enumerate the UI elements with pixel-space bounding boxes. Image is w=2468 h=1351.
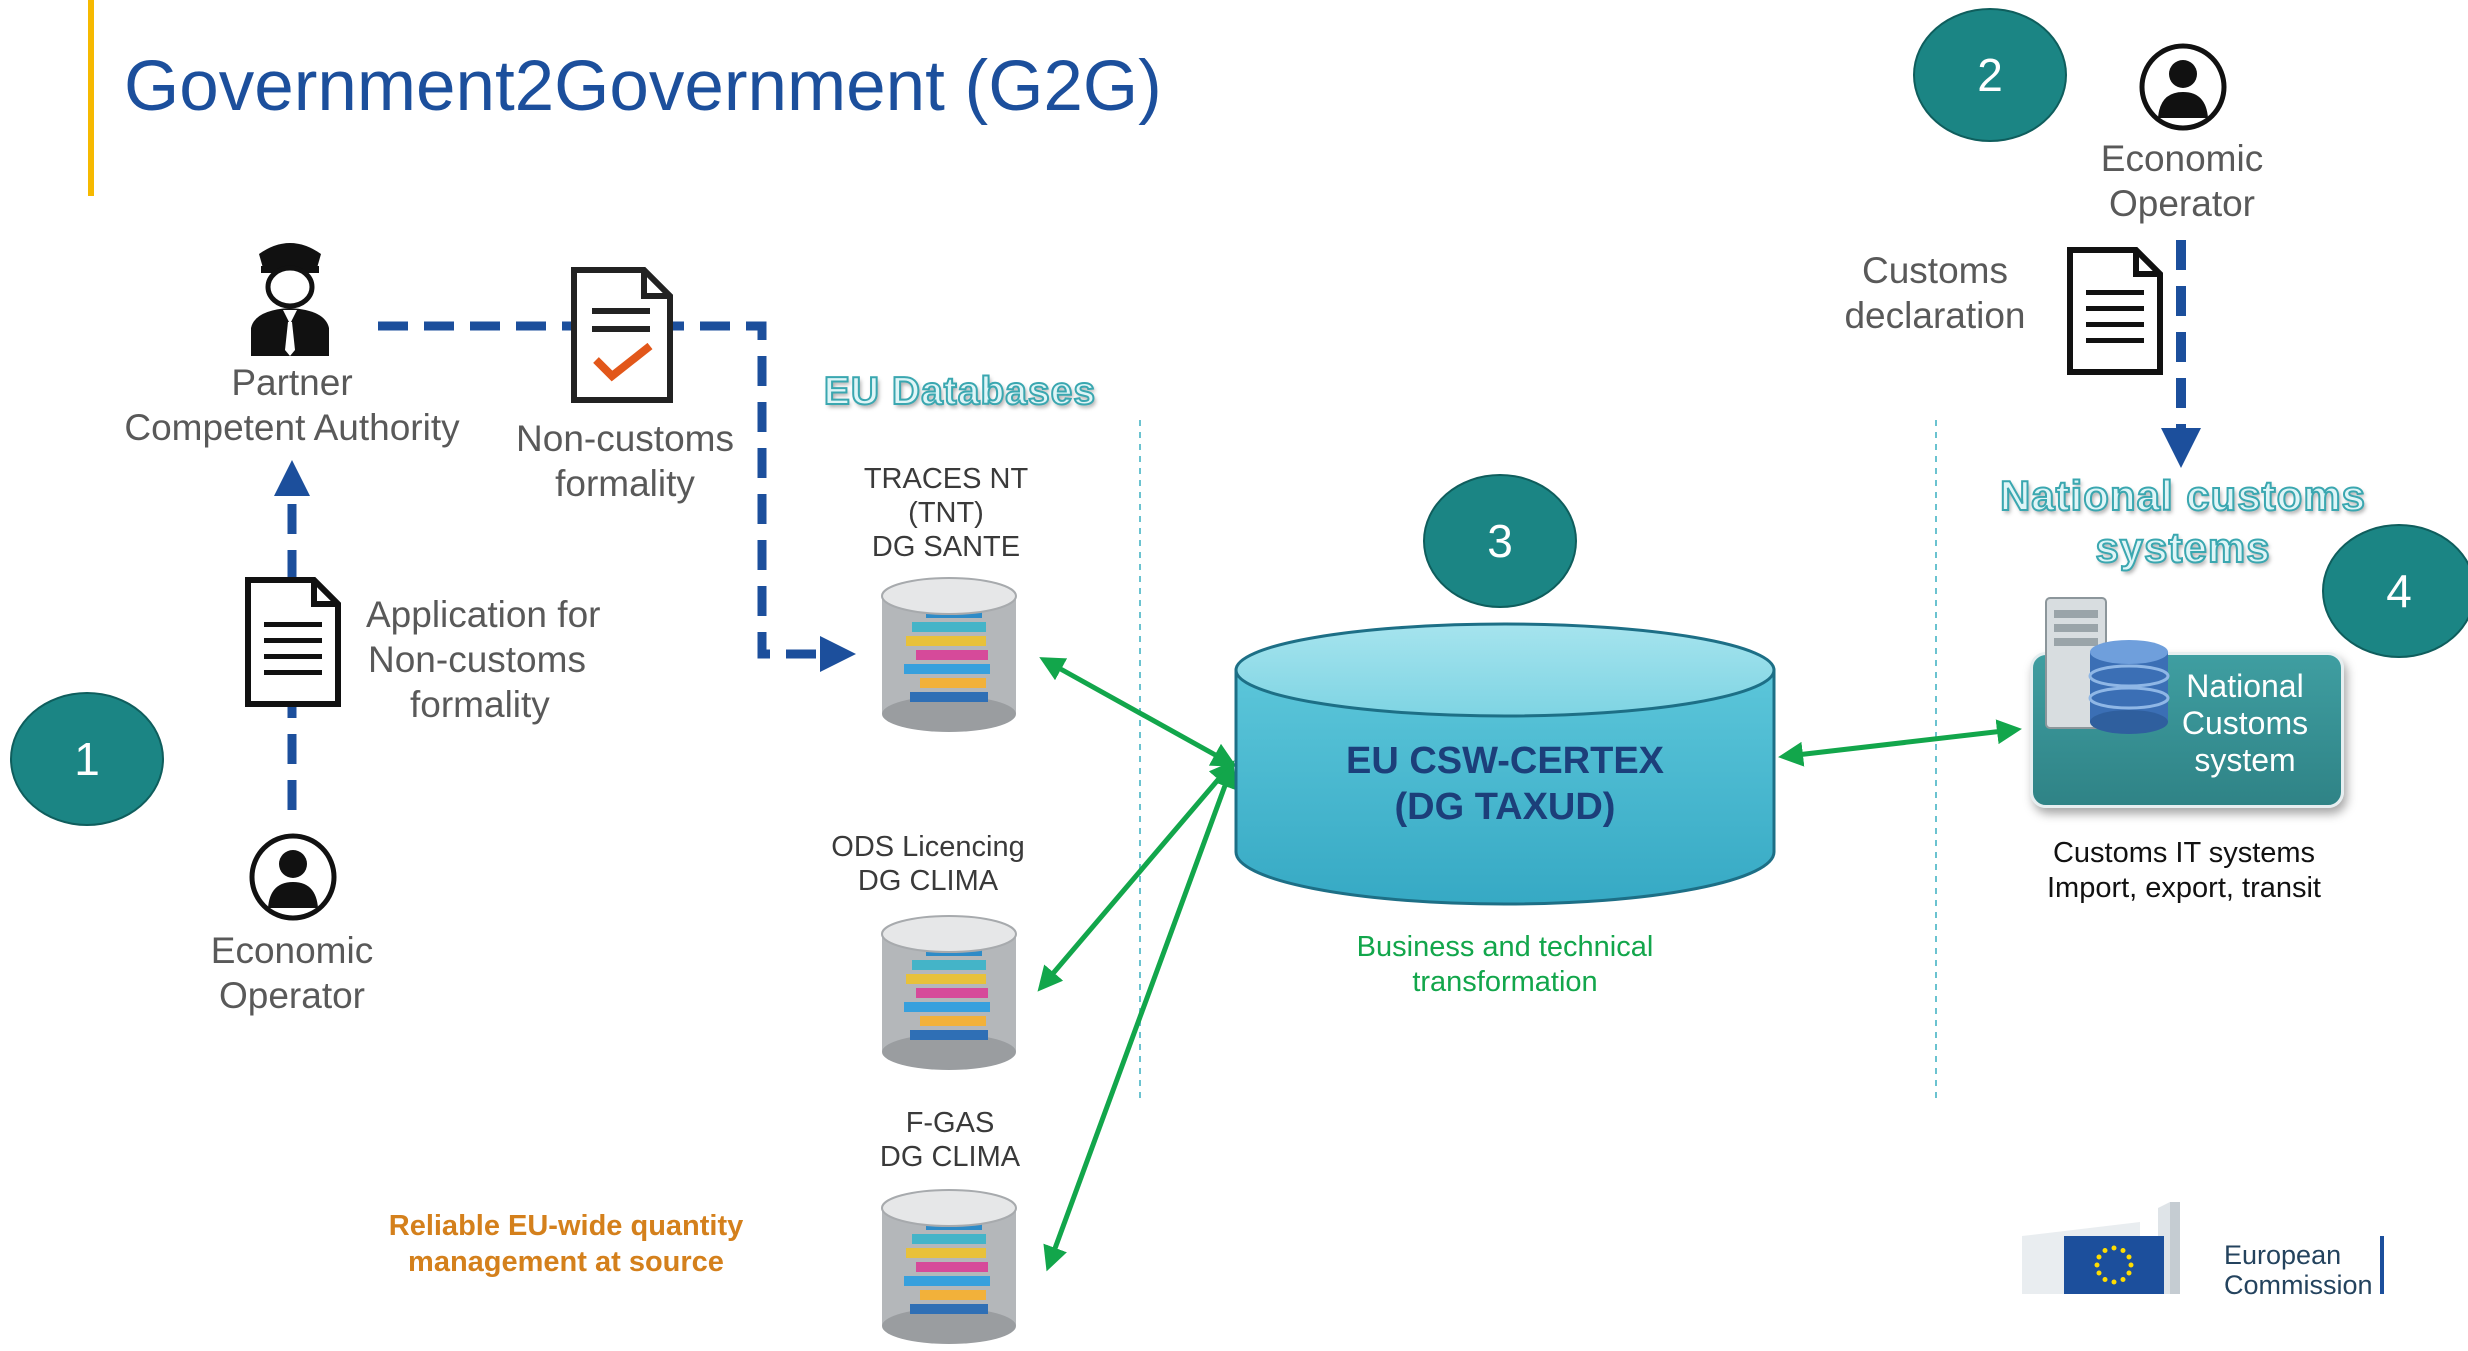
fgas-database-icon <box>881 1189 1017 1344</box>
national-customs-system-label: National Customs system <box>2181 668 2309 778</box>
transformation-label: Business and technical transformation <box>1356 931 1654 998</box>
title-accent-bar <box>88 0 94 196</box>
link-ods-certex <box>1037 760 1235 992</box>
non-customs-formality-label: Non-customs formality <box>516 418 734 504</box>
european-commission-logo <box>2022 1202 2180 1294</box>
economic-operator-right-label: Economic Operator <box>2100 138 2264 224</box>
step-3-circle: 3 <box>1423 474 1577 608</box>
link-tnt-certex <box>1039 657 1237 767</box>
csw-certex-label: EU CSW-CERTEX (DG TAXUD) <box>1345 740 1665 828</box>
application-label: Application for Non-customs formality <box>366 594 601 725</box>
logo-divider <box>2380 1236 2384 1294</box>
formality-document-icon <box>571 267 673 403</box>
quantity-management-label: Reliable EU-wide quantity management at … <box>388 1210 744 1278</box>
ods-database-label: ODS Licencing DG CLIMA <box>831 831 1025 897</box>
partner-authority-label: Partner Competent Authority <box>124 362 460 448</box>
economic-operator-left-icon <box>249 833 337 921</box>
fgas-database-label: F-GAS DG CLIMA <box>879 1107 1021 1173</box>
european-commission-text: European Commission <box>2224 1240 2373 1300</box>
formality-route-arrow <box>378 321 856 672</box>
step-2-circle: 2 <box>1913 8 2067 142</box>
customs-declaration-label: Customs declaration <box>1844 250 2026 336</box>
page-title: Government2Government (G2G) <box>124 47 1162 126</box>
step-1-circle: 1 <box>10 692 164 826</box>
customs-declaration-document-icon <box>2067 247 2163 375</box>
ods-database-icon <box>881 915 1017 1070</box>
national-customs-heading: National customs systems <box>1999 471 2367 572</box>
officer-icon <box>251 243 329 356</box>
economic-operator-right-icon <box>2139 43 2227 131</box>
link-certex-national <box>1778 719 2022 767</box>
tnt-database-icon <box>881 577 1017 732</box>
link-fgas-certex <box>1043 762 1237 1272</box>
server-database-icon <box>2045 597 2170 734</box>
economic-operator-left-label: Economic Operator <box>210 930 374 1016</box>
step-4-circle: 4 <box>2322 524 2468 658</box>
application-document-icon <box>245 577 341 707</box>
customs-it-label: Customs IT systems Import, export, trans… <box>2047 837 2321 904</box>
eu-databases-heading: EU Databases <box>823 369 1097 414</box>
csw-certex-cylinder <box>1234 622 1776 906</box>
tnt-database-label: TRACES NT (TNT) DG SANTE <box>863 463 1029 563</box>
